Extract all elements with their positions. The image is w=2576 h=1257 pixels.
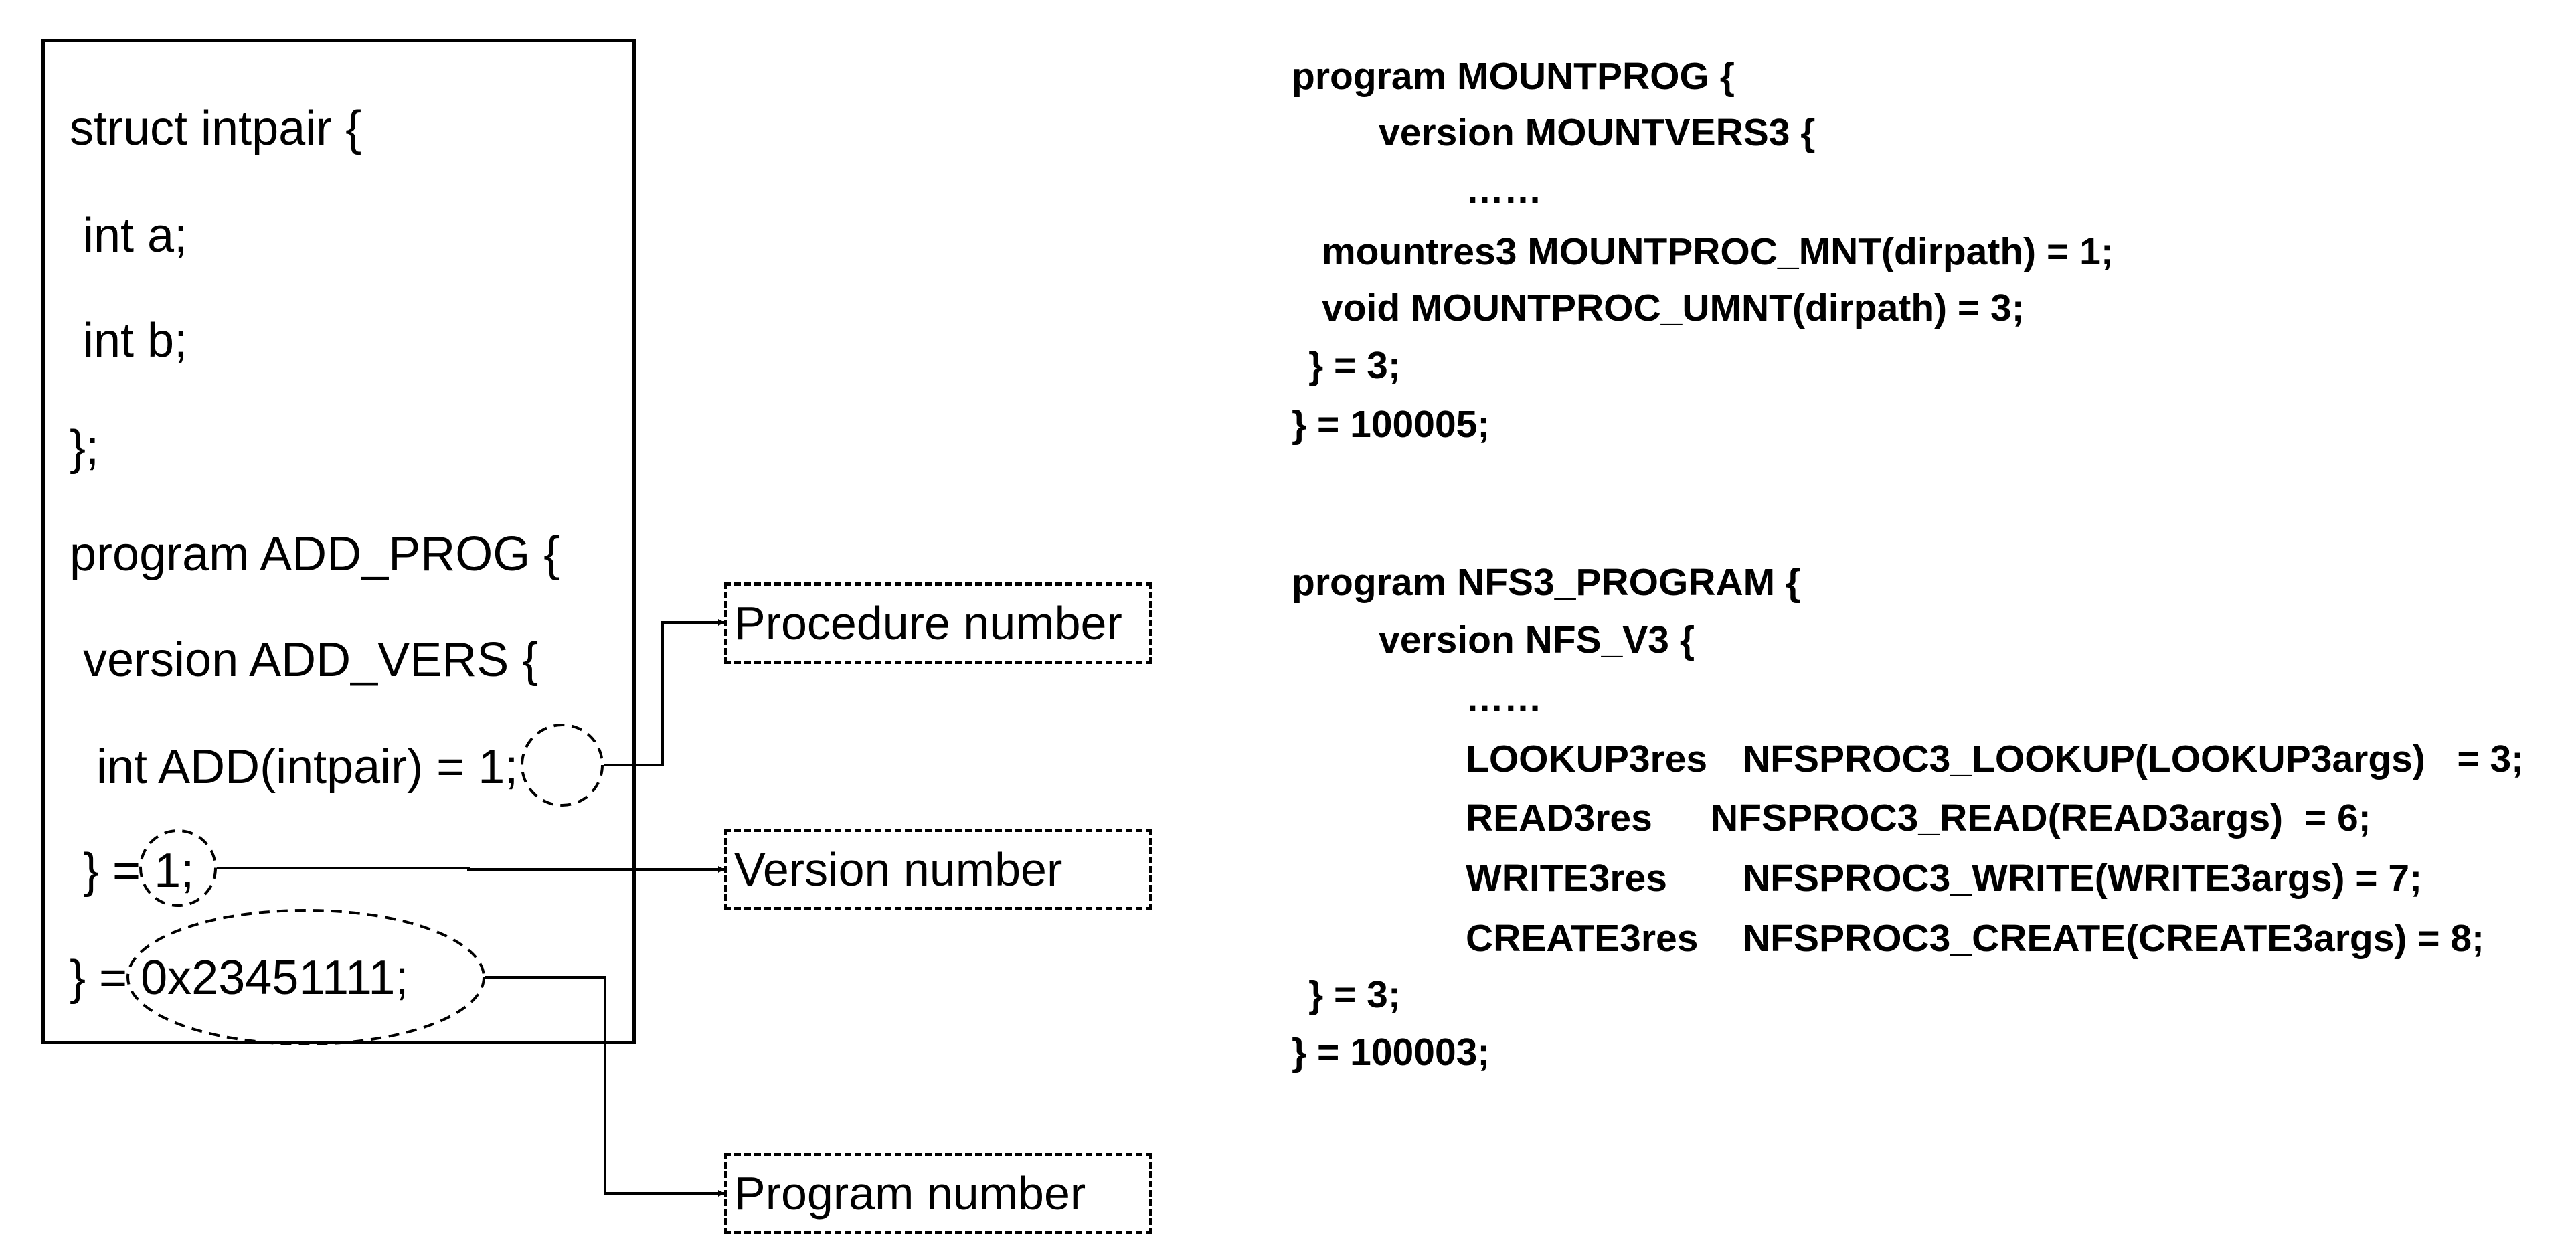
- nfs-line-program-close: } = 100003;: [1292, 1031, 1490, 1074]
- mount-line-version: version MOUNTVERS3 {: [1379, 111, 1816, 154]
- code-line-version-close: } = 1;: [70, 847, 194, 895]
- mount-line-mnt: mountres3 MOUNTPROC_MNT(dirpath) = 1;: [1322, 230, 2114, 273]
- program-close-prefix: } =: [70, 951, 141, 1005]
- nfs-line-version-close: } = 3;: [1308, 973, 1401, 1016]
- nfs-proc-signature: NFSPROC3_WRITE(WRITE3args) = 7;: [1743, 857, 2423, 900]
- code-line-int-b: int b;: [70, 314, 188, 367]
- procedure-number-label: Procedure number: [724, 582, 1152, 664]
- mount-line-umnt: void MOUNTPROC_UMNT(dirpath) = 3;: [1322, 286, 2025, 329]
- program-number-label: Program number: [724, 1153, 1152, 1234]
- nfs-proc-type: LOOKUP3res: [1466, 738, 1708, 780]
- code-line-struct-close: };: [70, 421, 100, 475]
- nfs-line-version: version NFS_V3 {: [1379, 618, 1695, 661]
- code-line-struct: struct intpair {: [70, 102, 362, 155]
- nfs-proc-signature: NFSPROC3_LOOKUP(LOOKUP3args) = 3;: [1743, 738, 2524, 780]
- nfs-proc-signature: NFSPROC3_READ(READ3args) = 6;: [1711, 797, 2371, 839]
- mount-line-version-close: } = 3;: [1308, 344, 1401, 387]
- version-value: 1;: [154, 844, 195, 898]
- nfs-proc-type: CREATE3res: [1466, 917, 1699, 960]
- procedure-decl: int ADD(intpair) =: [70, 740, 479, 794]
- version-close-prefix: } =: [70, 844, 155, 898]
- code-line-program: program ADD_PROG {: [70, 527, 560, 581]
- mount-line-program: program MOUNTPROG {: [1292, 55, 1735, 98]
- nfs-proc-signature: NFSPROC3_CREATE(CREATE3args) = 8;: [1743, 917, 2485, 960]
- mount-line-program-close: } = 100005;: [1292, 403, 1490, 446]
- code-line-program-close: } = 0x23451111;: [70, 954, 408, 1002]
- nfs-line-program: program NFS3_PROGRAM {: [1292, 561, 1801, 604]
- program-value: 0x23451111;: [141, 951, 409, 1005]
- procedure-value: 1;: [478, 740, 519, 794]
- code-line-int-a: int a;: [70, 209, 188, 262]
- code-line-procedure: int ADD(intpair) = 1;: [70, 743, 518, 791]
- code-line-version: version ADD_VERS {: [70, 633, 539, 687]
- nfs-proc-type: WRITE3res: [1466, 857, 1667, 900]
- mount-line-ellipsis: ……: [1466, 169, 1542, 212]
- version-number-label: Version number: [724, 829, 1152, 910]
- nfs-line-ellipsis: ……: [1466, 677, 1542, 720]
- nfs-proc-type: READ3res: [1466, 797, 1652, 839]
